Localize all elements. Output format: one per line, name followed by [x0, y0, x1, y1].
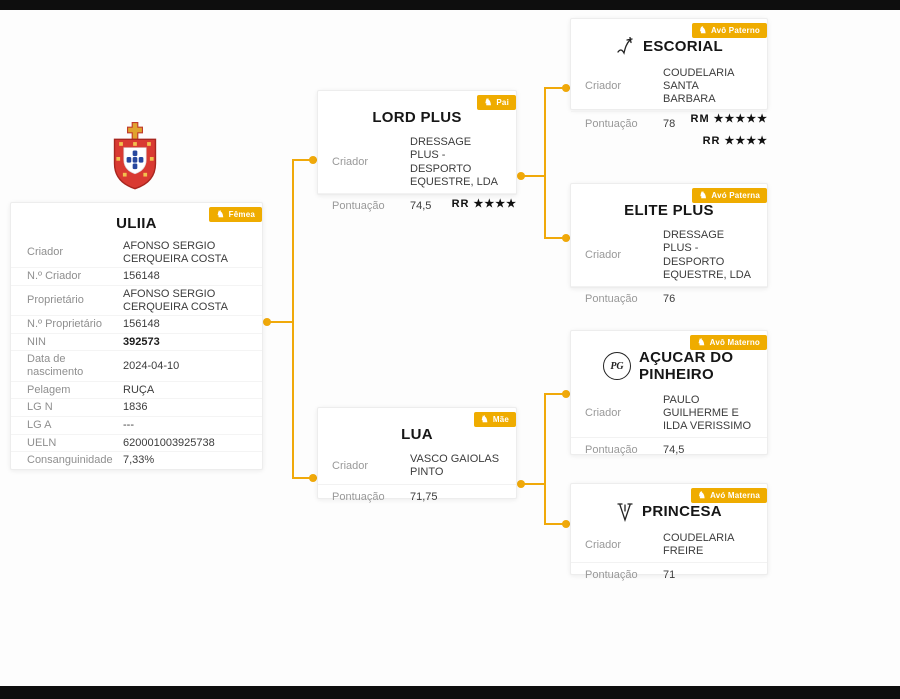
- paternal-grandfather-rating-rm: RM ★★★★★: [690, 113, 768, 125]
- connector-line: [546, 87, 570, 89]
- connector-line: [546, 523, 570, 525]
- horse-icon: ♞: [480, 414, 489, 424]
- connector-line: [544, 393, 546, 525]
- connector-dot: [562, 390, 570, 398]
- relation-badge: ♞ Avó Paterna: [692, 188, 767, 203]
- horse-icon: ♞: [697, 337, 706, 347]
- sex-badge: ♞ Fêmea: [209, 207, 262, 222]
- relation-badge: ♞ Avó Materna: [690, 488, 767, 503]
- father-card[interactable]: ♞ Pai LORD PLUS Criador DRESSAGE PLUS - …: [317, 90, 517, 212]
- horse-icon: ♞: [697, 490, 707, 500]
- top-black-bar: [0, 0, 900, 10]
- criador-row: Criador DRESSAGE PLUS - DESPORTO EQUESTR…: [585, 229, 752, 281]
- relation-badge-label: Avó Materna: [710, 491, 760, 500]
- coat-of-arms-graphic: [113, 121, 157, 190]
- paternal-grandmother-name: ELITE PLUS: [624, 202, 714, 219]
- relation-badge: ♞ Avô Paterno: [691, 23, 767, 38]
- sex-badge-label: Fêmea: [228, 210, 255, 219]
- relation-badge-label: Avó Paterna: [711, 191, 760, 200]
- relation-badge-label: Avô Materno: [709, 338, 760, 347]
- pontuacao-row: Pontuação 76: [571, 286, 767, 313]
- connector-dot: [309, 474, 317, 482]
- father-name: LORD PLUS: [372, 109, 462, 126]
- paternal-grandmother-card[interactable]: ♞ Avó Paterna ELITE PLUS Criador DRESSAG…: [570, 183, 768, 305]
- relation-badge-label: Pai: [496, 98, 509, 107]
- horse-icon: ♞: [698, 25, 707, 35]
- breeder-brand-icon: [615, 37, 635, 57]
- criador-row: Criador PAULO GUILHERME E ILDA VERISSIMO: [585, 393, 752, 432]
- pontuacao-row: Pontuação 74,5: [571, 437, 767, 464]
- connector-line: [293, 477, 317, 479]
- criador-row: Criador DRESSAGE PLUS - DESPORTO EQUESTR…: [332, 136, 499, 188]
- pontuacao-row: Pontuação 71: [571, 562, 767, 589]
- maternal-grandmother-card[interactable]: ♞ Avó Materna PRINCESA Criador COUDELARI…: [570, 483, 768, 581]
- connector-line: [267, 321, 293, 323]
- connector-dot: [309, 156, 317, 164]
- relation-badge-label: Avô Paterno: [710, 26, 760, 35]
- pontuacao-row: Pontuação 71,75: [318, 483, 516, 511]
- paternal-grandfather-rating-rr: RR ★★★★: [702, 135, 768, 147]
- connector-line: [544, 87, 546, 239]
- horse-icon: ♞: [699, 190, 708, 200]
- mother-card[interactable]: ♞ Mãe LUA Criador VASCO GAIOLAS PINTO Po…: [317, 407, 517, 503]
- breeder-brand-icon: [616, 502, 634, 522]
- maternal-grandmother-name: PRINCESA: [642, 503, 722, 521]
- paternal-grandfather-name: ESCORIAL: [643, 38, 723, 56]
- relation-badge-label: Mãe: [492, 415, 509, 424]
- bottom-black-bar: [0, 686, 900, 699]
- subject-name: ULIIA: [116, 215, 157, 232]
- relation-badge: ♞ Mãe: [473, 412, 516, 427]
- connector-dot: [562, 234, 570, 242]
- field-row: LG A---: [11, 417, 262, 435]
- pontuacao-row: Pontuação 74,5: [318, 193, 516, 220]
- father-rating: RR ★★★★: [451, 198, 517, 210]
- horse-icon: ♞: [484, 97, 493, 107]
- connector-line: [292, 159, 294, 479]
- mother-name: LUA: [401, 426, 433, 443]
- horse-icon: ♞: [216, 209, 225, 219]
- pontuacao-row: Pontuação 78: [571, 110, 767, 138]
- relation-badge: ♞ Avô Materno: [690, 335, 767, 350]
- paternal-grandfather-card[interactable]: ♞ Avô Paterno ESCORIAL Criador COUDELARI…: [570, 18, 768, 130]
- connector-line: [293, 159, 317, 161]
- connector-dot: [562, 84, 570, 92]
- connector-dot: [562, 520, 570, 528]
- criador-row: Criador COUDELARIA FREIRE: [585, 532, 734, 558]
- maternal-grandfather-card[interactable]: ♞ Avô Materno PG AÇUCAR DO PINHEIRO Cria…: [570, 330, 768, 456]
- connector-line: [521, 483, 546, 485]
- studbook-coat-of-arms: [108, 119, 162, 200]
- connector-line: [521, 175, 546, 177]
- relation-badge: ♞ Pai: [477, 95, 516, 110]
- connector-line: [546, 393, 570, 395]
- breeder-monogram-icon: PG: [603, 352, 631, 381]
- connector-line: [546, 237, 570, 239]
- criador-row: Criador COUDELARIA SANTA BARBARA: [585, 67, 734, 106]
- maternal-grandfather-name: AÇUCAR DO PINHEIRO: [639, 349, 734, 384]
- criador-row: Criador VASCO GAIOLAS PINTO: [332, 453, 500, 479]
